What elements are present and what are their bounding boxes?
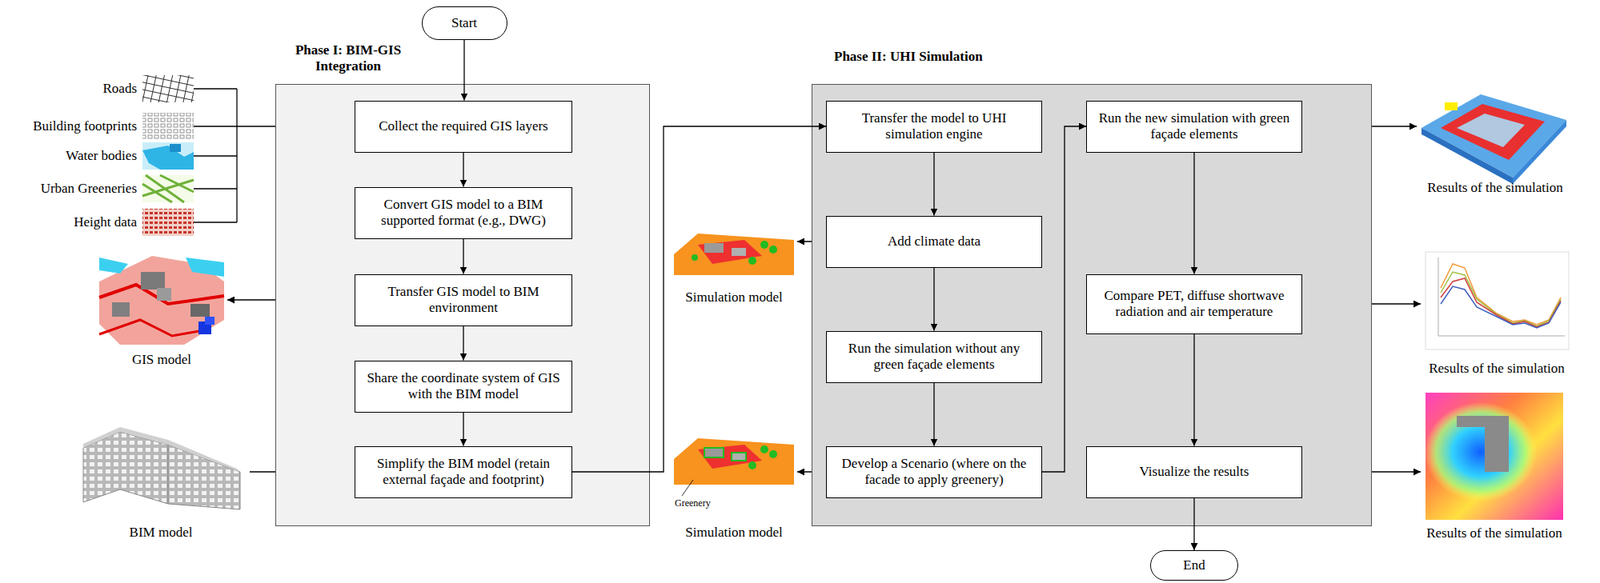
process-box: Run the simulation without any green faç… bbox=[826, 331, 1043, 384]
flow-arrow bbox=[462, 413, 464, 447]
gis-model-picture bbox=[99, 255, 225, 345]
caption-label: Results of the simulation bbox=[1427, 180, 1564, 197]
flow-arrow bbox=[1193, 498, 1195, 552]
node-text: Share the coordinate system of GIS with … bbox=[361, 370, 566, 404]
footprints-icon bbox=[142, 112, 194, 141]
caption-label: Urban Greeneries bbox=[40, 180, 137, 197]
caption-label: Water bodies bbox=[65, 148, 137, 165]
flow-arrow bbox=[462, 152, 464, 188]
result-3d-picture bbox=[1421, 94, 1567, 185]
flow-arrow bbox=[572, 126, 827, 473]
node-text: Develop a Scenario (where on the facade … bbox=[833, 456, 1035, 490]
caption-label: BIM model bbox=[129, 525, 193, 542]
node-text: Visualize the results bbox=[1139, 464, 1250, 481]
phase-panel: Phase II: UHI SimulationTransfer the mod… bbox=[811, 84, 1372, 527]
simulation-model-picture bbox=[673, 233, 794, 276]
caption-label: Results of the simulation bbox=[1428, 360, 1565, 377]
node-text: Convert GIS model to a BIM supported for… bbox=[361, 196, 566, 230]
phase-heading: Phase II: UHI Simulation bbox=[834, 48, 1075, 65]
caption-label: Roads bbox=[103, 80, 138, 97]
flow-arrow bbox=[462, 326, 464, 361]
process-box: Add climate data bbox=[826, 216, 1043, 269]
process-box: Visualize the results bbox=[1086, 446, 1303, 499]
node-text: Compare PET, diffuse shortwave radiation… bbox=[1093, 288, 1296, 321]
caption-label: Results of the simulation bbox=[1426, 525, 1563, 542]
node-text: Start bbox=[451, 15, 478, 32]
water-icon bbox=[142, 142, 194, 170]
flow-arrow bbox=[933, 152, 935, 217]
process-box: Convert GIS model to a BIM supported for… bbox=[354, 187, 573, 240]
node-text: Simplify the BIM model (retain external … bbox=[361, 456, 566, 490]
process-box: Transfer GIS model to BIM environment bbox=[354, 274, 573, 327]
node-text: Run the new simulation with green façade… bbox=[1093, 110, 1296, 144]
process-box: Transfer the model to UHI simulation eng… bbox=[826, 100, 1043, 153]
flow-arrow bbox=[1193, 152, 1195, 275]
flow-arrow bbox=[463, 40, 465, 101]
bim-model-picture bbox=[83, 427, 241, 510]
height-icon bbox=[142, 208, 194, 237]
caption-label: Height data bbox=[73, 214, 137, 231]
process-box: Simplify the BIM model (retain external … bbox=[354, 446, 573, 499]
result-heatmap bbox=[1424, 392, 1564, 521]
process-box: Compare PET, diffuse shortwave radiation… bbox=[1086, 274, 1303, 335]
node-text: Transfer the model to UHI simulation eng… bbox=[833, 110, 1035, 144]
panel-ground bbox=[812, 84, 1372, 527]
process-box: Collect the required GIS layers bbox=[354, 100, 573, 153]
caption-label: Simulation model bbox=[685, 525, 782, 542]
node-text: Add climate data bbox=[887, 233, 981, 250]
phase-heading: Phase I: BIM-GIS Integration bbox=[280, 42, 417, 76]
flow-arrow bbox=[1193, 334, 1195, 447]
node-text: Transfer GIS model to BIM environment bbox=[361, 284, 566, 317]
panel-ground bbox=[276, 84, 650, 527]
caption-label: GIS model bbox=[132, 352, 192, 369]
caption-label: Simulation model bbox=[685, 289, 782, 306]
flow-arrow bbox=[933, 268, 935, 332]
process-box: Run the new simulation with green façade… bbox=[1086, 100, 1303, 153]
flow-arrow bbox=[462, 239, 464, 275]
node-text: Run the simulation without any green faç… bbox=[833, 340, 1035, 374]
caption-label: Greenery bbox=[674, 497, 711, 510]
result-chart bbox=[1425, 252, 1569, 350]
greenery-icon bbox=[142, 175, 194, 203]
terminal-oval: End bbox=[1150, 550, 1239, 582]
node-text: End bbox=[1182, 557, 1205, 574]
flow-arrow bbox=[933, 383, 935, 447]
node-text: Collect the required GIS layers bbox=[378, 118, 549, 135]
process-box: Develop a Scenario (where on the facade … bbox=[826, 446, 1043, 499]
flow-arrow bbox=[1042, 126, 1087, 473]
caption-label: Building footprints bbox=[32, 118, 137, 135]
phase-panel: Phase I: BIM-GIS IntegrationCollect the … bbox=[275, 84, 650, 527]
process-box: Share the coordinate system of GIS with … bbox=[354, 360, 573, 414]
roads-icon bbox=[142, 75, 194, 103]
bracket-lines bbox=[193, 88, 237, 223]
greenery-leader bbox=[681, 480, 694, 497]
terminal-oval: Start bbox=[421, 6, 508, 41]
simulation-model-picture bbox=[673, 438, 794, 486]
